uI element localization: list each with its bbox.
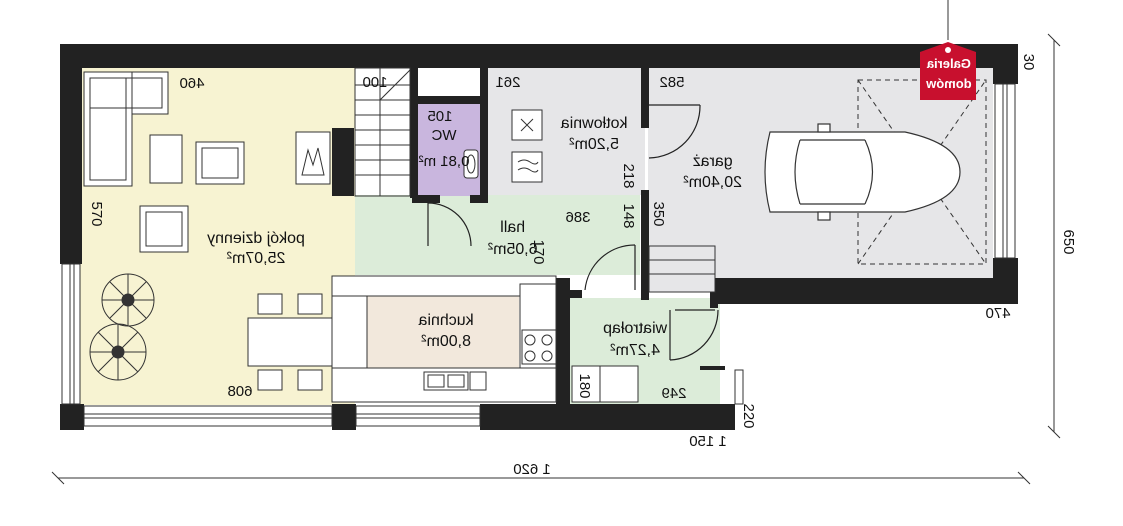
dim-living-width: 460 (179, 75, 204, 92)
dim-wc-width: 105 (427, 108, 452, 125)
svg-text:100: 100 (362, 74, 387, 91)
galeria-domow-logo: Galeria domów (920, 42, 976, 100)
windbreak-label: wiatrołap 4,27m² (603, 320, 668, 359)
hall-name: hall (500, 219, 525, 236)
garage-steps (648, 245, 716, 293)
boiler-room-label: kotłownia 5,20m² (561, 115, 628, 153)
svg-text:249: 249 (661, 385, 686, 402)
hall-area: 6,05m² (487, 241, 537, 258)
svg-text:460: 460 (179, 75, 204, 92)
kitchen-fittings (331, 275, 557, 403)
fireplace (295, 131, 331, 185)
kitchen-name: kuchnia (418, 312, 473, 329)
garage-area: 20,40m² (683, 174, 742, 191)
kitchen-label: kuchnia 8,00m² (418, 312, 473, 350)
dim-dining-width: 608 (227, 383, 252, 400)
windbreak-name: wiatrołap (603, 320, 668, 337)
svg-text:386: 386 (565, 209, 590, 226)
dining-table (247, 317, 333, 367)
dim-garage-door: 350 (650, 201, 667, 226)
boiler-room-area: 5,20m² (569, 136, 619, 153)
dim-hall-height-a: 148 (620, 203, 637, 228)
hall-label: hall 6,05m² (487, 219, 537, 258)
dim-hall-width: 386 (565, 209, 590, 226)
staircase (354, 67, 411, 197)
svg-text:582: 582 (659, 74, 684, 91)
wc-name: WC (431, 127, 456, 144)
armchair-1 (195, 141, 245, 185)
coffee-table (149, 134, 183, 184)
car-icon (764, 123, 961, 221)
dim-right-bottom: 220 (740, 403, 757, 428)
dim-windbreak-width: 249 (661, 385, 686, 402)
logo-line-1: Galeria (926, 56, 971, 71)
svg-text:608: 608 (227, 383, 252, 400)
svg-text:1 150: 1 150 (689, 433, 727, 450)
living-room-area: 25,07m² (226, 250, 285, 267)
stair-floor (355, 68, 415, 205)
sanitary-fittings (463, 109, 543, 183)
dim-top-wall: 30 (1020, 54, 1037, 71)
living-room-label: pokój dzienny 25,07m² (207, 230, 305, 267)
doors (427, 104, 719, 361)
wc-basin (463, 149, 479, 179)
svg-text:261: 261 (495, 74, 520, 91)
garage-name: garaż (693, 153, 733, 170)
dim-boiler-width: 261 (495, 74, 520, 91)
logo-line-2: domów (925, 76, 971, 91)
plant-decoration (89, 273, 155, 381)
wc-label: WC 0,81 m² (419, 127, 470, 170)
dim-hall-height-b: 170 (530, 239, 547, 264)
windows (61, 83, 1016, 427)
armchair-2 (139, 205, 189, 253)
boiler-room-name: kotłownia (561, 115, 628, 132)
closet (571, 365, 639, 403)
garage-label: garaż 20,40m² (683, 153, 742, 191)
dimension-lines (51, 0, 1061, 485)
kitchen-area: 8,00m² (421, 333, 471, 350)
wc-area: 0,81 m² (419, 153, 470, 170)
dim-garage-bottom: 470 (985, 305, 1010, 322)
svg-text:1 620: 1 620 (513, 461, 551, 478)
dim-closet: 180 (576, 373, 593, 398)
svg-text:105: 105 (427, 108, 452, 125)
dim-garage-width: 582 (659, 74, 684, 91)
dim-entry-width: 1 150 (689, 433, 727, 450)
dim-stair-width: 100 (362, 74, 387, 91)
living-furniture (83, 71, 333, 391)
hall-floor (355, 195, 640, 275)
dim-total-width: 1 620 (513, 461, 551, 478)
kitchen-floor (367, 288, 519, 368)
dim-living-height: 570 (88, 201, 105, 226)
walls (60, 44, 1018, 430)
living-room-name: pokój dzienny (207, 230, 305, 247)
dim-boiler-height: 218 (620, 163, 637, 188)
windbreak-area: 4,27m² (610, 342, 660, 359)
dim-total-height: 650 (1060, 229, 1077, 254)
heater-unit (511, 151, 543, 183)
svg-text:470: 470 (985, 305, 1010, 322)
